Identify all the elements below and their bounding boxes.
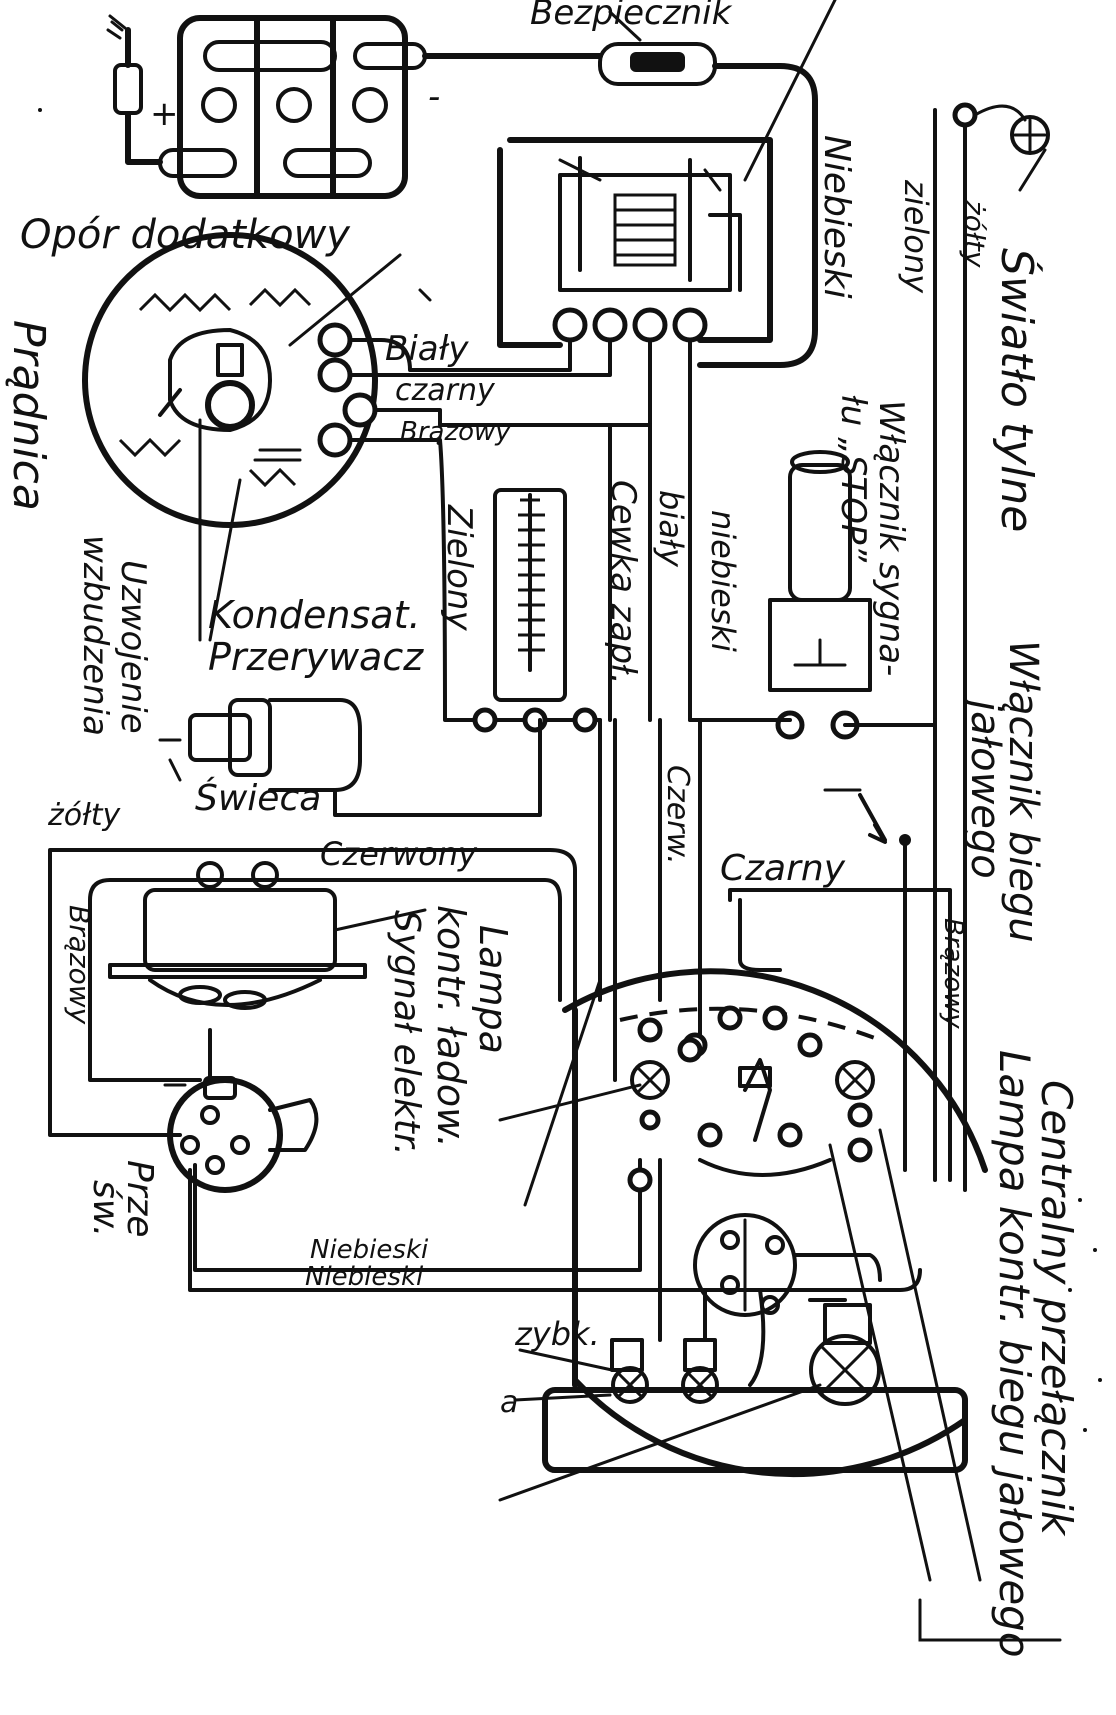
wire-brazowy-left-label: Brązowy xyxy=(63,905,96,1025)
neutral-switch-label-1: Włącznik biegu xyxy=(1000,640,1046,943)
light-switch-label-1: Prze xyxy=(119,1160,160,1238)
spark-plug-label: Świeca xyxy=(195,777,321,819)
resistor-label: Opór dodatkowy xyxy=(20,212,351,258)
stop-light-switch: Włącznik sygna- łu „STOP” xyxy=(768,395,911,740)
a-label: a xyxy=(500,1385,518,1420)
wire-niebieski-bottom2-label: Niebieski xyxy=(305,1262,424,1292)
battery: + - xyxy=(106,14,440,199)
wire-zolty-left-label: żółty xyxy=(47,798,121,833)
light-switch-label-2: św. xyxy=(85,1180,126,1237)
wire-zolty-right-label: żółty xyxy=(958,199,991,268)
ignition-coil: Zielony Cewka zapł. biały niebieski xyxy=(439,480,742,733)
neutral-lamp xyxy=(835,1060,875,1100)
fuse-label: Bezpiecznik xyxy=(530,0,733,33)
left-wires: żółty Czerwony Brązowy Niebieski Niebies… xyxy=(47,798,922,1292)
regulator-feeds xyxy=(348,338,692,722)
zybk-label: zybk. xyxy=(514,1315,600,1353)
horn-label: Sygnał elektr. xyxy=(386,910,427,1156)
small-lamp-2 xyxy=(681,1338,719,1404)
electric-horn: Sygnał elektr. Lampa kontr. ładow. xyxy=(108,861,515,1156)
neutral-lamp-label: Lampa kontr. biegu jałowego xyxy=(990,1050,1039,1658)
wire-niebieski-vertical-label: niebieski xyxy=(704,510,742,652)
tail-light-label: Światło tylne xyxy=(991,248,1044,532)
trunk-wires: Czerw. Czarny Brązowy xyxy=(598,718,968,1182)
light-switch: Prze św. xyxy=(85,1076,319,1238)
neutral-switch-label-2: jałowego xyxy=(962,695,1008,879)
print-speckles xyxy=(38,108,1102,1482)
stop-switch-label-1: Włącznik sygna- xyxy=(871,400,911,676)
battery-minus-label: - xyxy=(428,77,440,117)
right-labels: Centralny przełącznik Lampa kontr. biegu… xyxy=(828,1050,1081,1658)
wire-bialy-vertical-label: biały xyxy=(652,490,690,568)
coil-label: Cewka zapł. xyxy=(603,480,643,685)
wire-czerwony-label: Czerwony xyxy=(320,835,478,873)
spark-plug: Świeca Kondensat. Przerywacz Uzwojenie w… xyxy=(75,418,542,819)
wire-brazowy-label: Brązowy xyxy=(400,417,511,447)
condenser-label: Kondensat. xyxy=(208,593,421,637)
tail-light-wires: Światło tylne żółty zielony Niebieski xyxy=(688,102,1050,727)
wire-czarny-mid-label: Czarny xyxy=(720,848,846,889)
charge-lamp-label-1: Lampa xyxy=(471,925,515,1054)
wire-niebieski-bottom1-label: Niebieski xyxy=(310,1235,429,1265)
field-winding-label-1: Uzwojenie xyxy=(113,560,153,734)
fuse: Bezpiecznik xyxy=(422,0,837,182)
central-switch: zybk. a xyxy=(498,968,988,1502)
charge-lamp-label-2: kontr. ładow. xyxy=(429,905,473,1148)
coil-zielony-label: Zielony xyxy=(439,504,479,631)
field-winding-label-2: wzbudzenia xyxy=(75,535,115,736)
wire-zielony-right-label: zielony xyxy=(897,179,935,294)
charge-lamp xyxy=(630,1060,670,1100)
breaker-label: Przerywacz xyxy=(208,635,424,679)
wire-bialy-label: Biały xyxy=(385,329,469,369)
wire-czerw-label: Czerw. xyxy=(660,765,695,865)
generator-label: Prądnica xyxy=(3,320,54,511)
small-lamp-1 xyxy=(610,1338,649,1404)
wire-niebieski-top-label: Niebieski xyxy=(816,135,857,299)
generator-wires: Biały czarny Brązowy xyxy=(348,288,652,447)
generator: Opór dodatkowy Prądnica xyxy=(3,212,402,528)
central-switch-label: Centralny przełącznik xyxy=(1032,1080,1081,1537)
wire-brazowy-right-label: Brązowy xyxy=(938,918,968,1029)
stop-switch-label-2: łu „STOP” xyxy=(833,395,873,562)
voltage-regulator xyxy=(497,137,773,348)
wire-czarny-label: czarny xyxy=(395,373,496,408)
neutral-switch: Włącznik biegu jałowego xyxy=(823,640,1046,1192)
battery-plus-label: + xyxy=(150,94,179,134)
